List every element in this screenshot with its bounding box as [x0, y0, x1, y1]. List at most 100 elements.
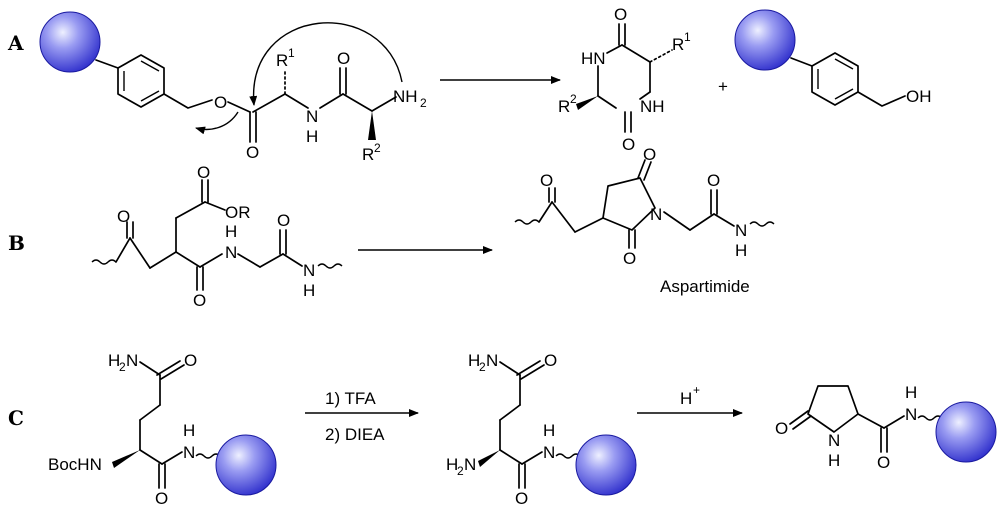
- bond: [606, 44, 623, 54]
- bond: [139, 404, 161, 421]
- atom-r2-sup: 2: [374, 141, 381, 155]
- atom-nh-n: N: [543, 443, 555, 462]
- plus-sign: +: [718, 77, 728, 96]
- bond: [639, 91, 651, 100]
- bond: [834, 58, 854, 70]
- bond: [237, 253, 261, 268]
- bond: [161, 451, 183, 465]
- atom-o-ketone: O: [117, 207, 130, 226]
- atom-or: OR: [225, 203, 251, 222]
- bond: [499, 361, 521, 376]
- bond-wedge: [368, 111, 376, 140]
- bond: [175, 201, 206, 219]
- bond: [140, 90, 160, 102]
- atom-o-carbonyl: O: [246, 143, 259, 162]
- atom-n-ring: N: [828, 431, 840, 450]
- bond: [499, 449, 523, 465]
- resin-bead-c-intermediate: [575, 434, 637, 496]
- bond: [149, 251, 177, 269]
- bond: [516, 360, 541, 376]
- bond: [163, 93, 213, 109]
- bond: [160, 364, 185, 380]
- atom-r2: R: [362, 145, 374, 164]
- bond: [95, 59, 119, 69]
- atom-r2-sup: 2: [570, 92, 577, 106]
- panel-c-label: C: [8, 406, 24, 430]
- bond: [857, 413, 885, 429]
- bond: [499, 404, 521, 421]
- bond: [129, 237, 151, 269]
- curved-arrow-leaving: [195, 111, 239, 135]
- succinimide-ring: [602, 177, 656, 231]
- wavy-bond: [195, 453, 221, 459]
- bond-hashed: [649, 49, 673, 63]
- bond: [284, 93, 309, 109]
- atom-amide-n: N: [905, 405, 917, 424]
- panel-b-label: B: [8, 231, 25, 255]
- resin-bead-c-product: [935, 401, 997, 463]
- atom-h2n-sub: 2: [119, 360, 126, 374]
- atom-h2n-bottom-n: N: [464, 455, 476, 474]
- bond: [521, 451, 543, 465]
- atom-r1: R: [276, 51, 288, 70]
- panel-b: B O O OR O H N O N H O: [8, 145, 775, 310]
- bond-wedge: [112, 450, 140, 468]
- bond: [834, 88, 854, 100]
- atom-h2n-top-h: H: [468, 351, 480, 370]
- atom-nh-n: N: [183, 443, 195, 462]
- aspartimide-caption: Aspartimide: [660, 277, 750, 296]
- bond: [663, 211, 691, 231]
- atom-r2: R: [558, 97, 570, 116]
- wavy-bond: [749, 221, 775, 227]
- atom-nh2-sub: 2: [420, 96, 427, 110]
- atom-amide-h: H: [905, 383, 917, 402]
- atom-r1-sup: 1: [288, 46, 295, 60]
- bond: [643, 161, 652, 181]
- atom-n-top: N: [225, 243, 237, 262]
- bond: [282, 253, 303, 267]
- bond: [319, 93, 344, 109]
- atom-h2n-top-n: N: [486, 351, 498, 370]
- atom-o-top: O: [544, 351, 557, 370]
- condition-tfa: 1) TFA: [325, 389, 376, 408]
- atom-o-ring-bottom: O: [623, 249, 636, 268]
- atom-h-top: H: [225, 222, 237, 241]
- atom-o-top: O: [614, 5, 627, 24]
- atom-n-right: N: [303, 261, 315, 280]
- bond-bold: [574, 217, 604, 233]
- pyrrolidone-ring: [807, 385, 859, 433]
- bond: [199, 253, 223, 268]
- bond: [371, 96, 397, 112]
- resin-bead-c-reactant: [215, 434, 277, 496]
- bond: [140, 60, 160, 72]
- atom-o-carbonyl-2: O: [337, 49, 350, 68]
- bond: [790, 57, 813, 67]
- wavy-bond: [917, 415, 943, 421]
- resin-bead-a-product: [734, 9, 796, 71]
- atom-h2n-n: N: [126, 351, 138, 370]
- bond: [538, 201, 553, 223]
- bond: [252, 93, 286, 113]
- bond: [792, 415, 812, 430]
- atom-nh: N: [306, 107, 318, 126]
- atom-h2n-bottom-h: H: [446, 455, 458, 474]
- atom-o-left: O: [540, 171, 553, 190]
- wavy-bond: [555, 453, 581, 459]
- atom-bochn: BocHN: [48, 455, 102, 474]
- bond: [520, 364, 545, 380]
- bond: [551, 201, 576, 233]
- atom-nh-h: H: [306, 127, 318, 146]
- atom-hn: HN: [581, 49, 606, 68]
- resin-bead-a-reactant: [39, 11, 101, 73]
- atom-o-top: O: [184, 351, 197, 370]
- condition-diea: 2) DIEA: [325, 425, 385, 444]
- bond: [139, 449, 163, 465]
- atom-r1-sup: 1: [684, 30, 691, 44]
- bond: [597, 95, 617, 109]
- panel-c: C H 2 N O BocHN O H N 1) TFA 2) DIEA H 2…: [8, 351, 997, 507]
- atom-o-amide: O: [193, 291, 206, 310]
- benzene-ring-a-product: [811, 52, 859, 106]
- atom-o-ring: O: [775, 419, 788, 438]
- panel-a: A O O R 1 N H O R 2 NH 2: [7, 5, 932, 164]
